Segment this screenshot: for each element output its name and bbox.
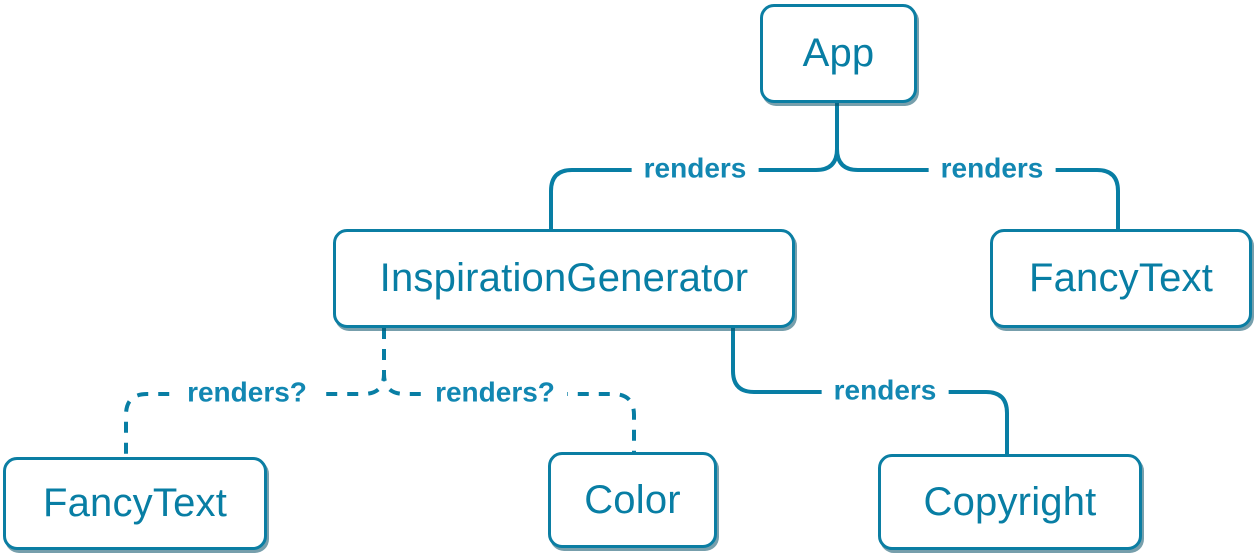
edge-inspirationgenerator-to-fancytext-dashed bbox=[124, 328, 386, 457]
node-copyright-label: Copyright bbox=[923, 479, 1097, 524]
edge-label-renders-question-left: renders? bbox=[175, 377, 319, 409]
node-inspiration-generator: InspirationGenerator bbox=[333, 229, 795, 328]
edge-label-renders-right: renders bbox=[928, 153, 1056, 185]
node-inspiration-generator-label: InspirationGenerator bbox=[379, 256, 749, 300]
node-fancy-text-bottom: FancyText bbox=[3, 457, 267, 550]
node-app: App bbox=[760, 4, 917, 103]
node-color: Color bbox=[548, 452, 717, 548]
node-color-label: Color bbox=[584, 477, 681, 522]
node-fancy-text-bottom-label: FancyText bbox=[42, 481, 228, 525]
edge-label-renders-question-right: renders? bbox=[423, 377, 567, 409]
edge-label-renders-left: renders bbox=[631, 153, 759, 185]
node-fancy-text-top: FancyText bbox=[990, 229, 1252, 328]
edge-label-renders-copyright: renders bbox=[821, 375, 949, 407]
node-copyright: Copyright bbox=[878, 454, 1142, 550]
node-app-label: App bbox=[802, 31, 875, 75]
node-fancy-text-top-label: FancyText bbox=[1028, 256, 1214, 300]
